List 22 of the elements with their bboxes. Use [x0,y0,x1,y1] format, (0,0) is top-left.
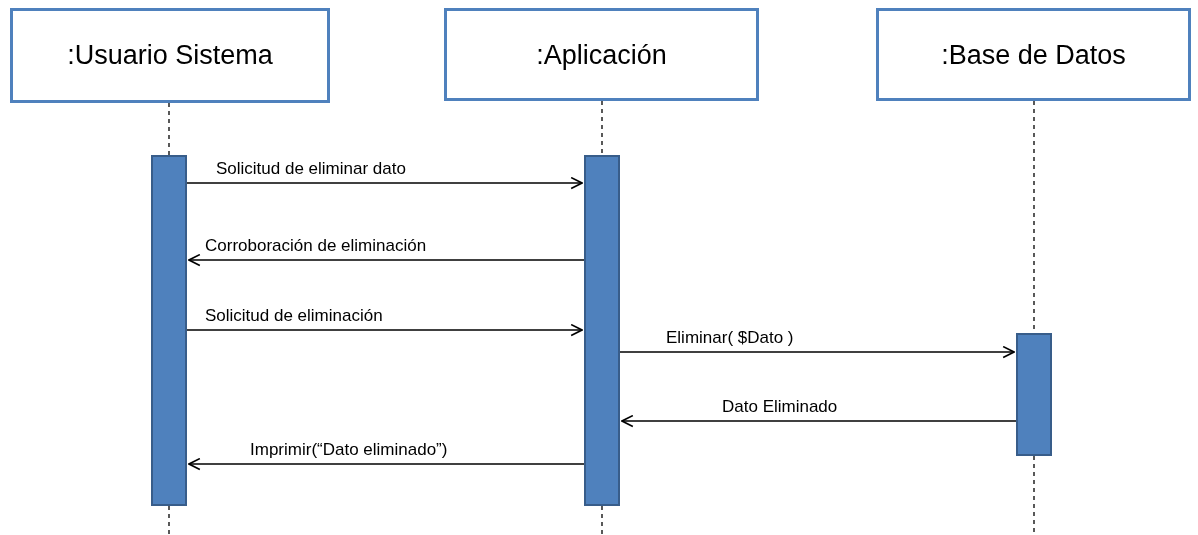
message-arrow [188,457,585,471]
lifeline-box [10,8,330,103]
lifeline-box [876,8,1191,101]
message-arrow [186,176,583,190]
lifeline-box [444,8,759,101]
lifeline [168,505,170,535]
message-arrow [619,345,1015,359]
lifeline-name: :Usuario Sistema [67,39,273,71]
edge-label: Eliminar( $Dato ) [664,328,796,348]
activation-bar [151,155,187,506]
message-arrow [186,323,583,337]
edge-label: Imprimir(“Dato eliminado”) [248,440,450,460]
message-arrow [621,414,1017,428]
lifeline [601,100,603,156]
lifeline [1033,455,1035,535]
lifeline [168,102,170,156]
message-arrow [188,253,585,267]
lifeline [601,505,603,535]
lifeline-name: :Base de Datos [941,39,1126,71]
lifeline-name: :Aplicación [536,39,667,71]
activation-bar [1016,333,1052,456]
activation-bar [584,155,620,506]
